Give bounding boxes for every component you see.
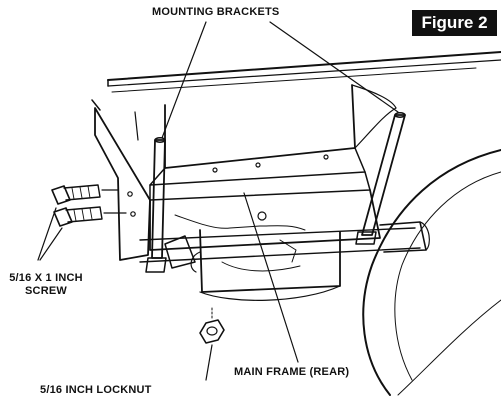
figure-label-text: Figure 2 [421, 13, 488, 32]
screw-pointer-lines [101, 189, 127, 214]
left-side-plate [91, 99, 151, 261]
locknut [199, 307, 225, 344]
main-frame-label: MAIN FRAME (REAR) [234, 366, 350, 378]
screw-upper [51, 184, 101, 205]
rear-axle [139, 221, 430, 273]
rear-tire [362, 149, 501, 396]
main-frame-rear [149, 189, 381, 301]
screw-label-line2: SCREW [25, 285, 67, 297]
figure-label-badge: Figure 2 [412, 10, 497, 36]
callout-leaders [37, 21, 399, 381]
mounting-brackets-label: MOUNTING BRACKETS [152, 6, 280, 18]
left-mounting-bracket [145, 137, 167, 273]
seat-housing [149, 84, 397, 201]
screw-label-line1: 5/16 X 1 INCH [9, 272, 83, 284]
right-mounting-bracket [355, 112, 406, 245]
upper-deck [107, 51, 501, 93]
screw-lower [53, 206, 103, 227]
locknut-label: 5/16 INCH LOCKNUT [40, 384, 152, 396]
